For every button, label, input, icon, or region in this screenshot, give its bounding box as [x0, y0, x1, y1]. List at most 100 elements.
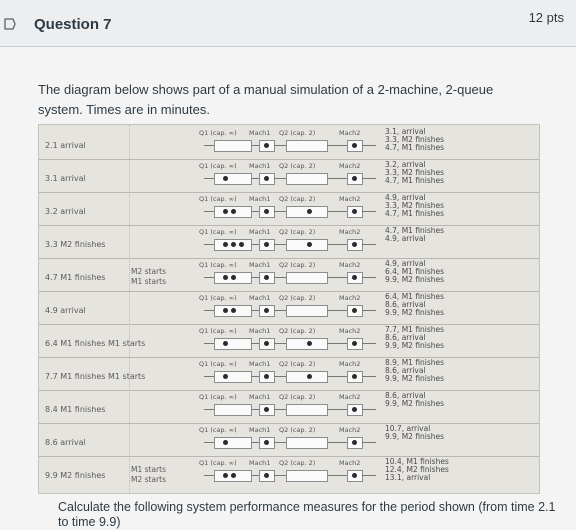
entity-dot [223, 374, 228, 379]
mach2-header: Mach2 [339, 195, 361, 203]
queue2-box [286, 437, 328, 449]
mach1-header: Mach1 [249, 195, 271, 203]
bookmark-icon[interactable] [4, 18, 16, 30]
entity-dot [223, 473, 228, 478]
flow-arrow [362, 145, 376, 146]
q1-header: Q1 (cap. ∞) [199, 426, 237, 434]
row-separator [39, 159, 539, 160]
event-note: 7.7 M1 finishes M1 starts [45, 372, 146, 381]
flow-arrow [204, 343, 214, 344]
flow-arrow [327, 343, 347, 344]
mach1-header: Mach1 [249, 426, 271, 434]
q1-header: Q1 (cap. ∞) [199, 129, 237, 137]
flow-arrow [274, 178, 286, 179]
flow-arrow [251, 244, 259, 245]
q2-header: Q2 (cap. 2) [279, 129, 316, 137]
mach2-header: Mach2 [339, 162, 361, 170]
flow-arrow [204, 310, 214, 311]
event-list: 10.4, M1 finishes 12.4, M2 finishes 13.1… [385, 457, 449, 482]
event-list: 3.2, arrival 3.3, M2 finishes 4.7, M1 fi… [385, 160, 445, 185]
q1-header: Q1 (cap. ∞) [199, 261, 237, 269]
flow-arrow [362, 475, 376, 476]
mach1-header: Mach1 [249, 228, 271, 236]
entity-dot [223, 176, 228, 181]
row-separator [39, 291, 539, 292]
mach1-header: Mach1 [249, 393, 271, 401]
flow-arrow [274, 277, 286, 278]
flow-arrow [274, 376, 286, 377]
flow-arrow [327, 376, 347, 377]
event-list: 8.6, arrival 9.9, M2 finishes [385, 391, 445, 408]
entity-dot [264, 143, 269, 148]
entity-dot [231, 473, 236, 478]
entity-dot [264, 407, 269, 412]
mach1-header: Mach1 [249, 327, 271, 335]
entity-dot [264, 176, 269, 181]
flow-arrow [251, 310, 259, 311]
entity-dot [223, 440, 228, 445]
mach1-header: Mach1 [249, 129, 271, 137]
flow-arrow [362, 376, 376, 377]
event-list: 3.1, arrival 3.3, M2 finishes 4.7, M1 fi… [385, 127, 445, 152]
q1-header: Q1 (cap. ∞) [199, 195, 237, 203]
flow-arrow [274, 310, 286, 311]
entity-dot [264, 242, 269, 247]
flow-arrow [362, 211, 376, 212]
queue1-box [214, 404, 252, 416]
mach2-header: Mach2 [339, 129, 361, 137]
flow-arrow [251, 178, 259, 179]
flow-arrow [274, 145, 286, 146]
entity-dot [264, 473, 269, 478]
row-separator [39, 357, 539, 358]
flow-arrow [327, 475, 347, 476]
entity-dot [307, 341, 312, 346]
flow-arrow [204, 376, 214, 377]
queue2-box [286, 470, 328, 482]
event-note: 4.9 arrival [45, 306, 86, 315]
queue1-box [214, 371, 252, 383]
q1-header: Q1 (cap. ∞) [199, 294, 237, 302]
entity-dot [223, 242, 228, 247]
flow-arrow [274, 211, 286, 212]
row-separator [39, 390, 539, 391]
machine-start-note: M1 starts M2 starts [131, 465, 167, 484]
entity-dot [264, 209, 269, 214]
entity-dot [223, 341, 228, 346]
machine-start-note: M2 starts M1 starts [131, 267, 167, 286]
mach1-header: Mach1 [249, 294, 271, 302]
entity-dot [231, 242, 236, 247]
queue1-box [214, 140, 252, 152]
flow-arrow [327, 409, 347, 410]
event-list: 4.9, arrival 3.3, M2 finishes 4.7, M1 fi… [385, 193, 445, 218]
event-note: 2.1 arrival [45, 141, 86, 150]
q2-header: Q2 (cap. 2) [279, 426, 316, 434]
event-note: 3.3 M2 finishes [45, 240, 106, 249]
event-list: 6.4, M1 finishes 8.6, arrival 9.9, M2 fi… [385, 292, 445, 317]
event-note: 3.2 arrival [45, 207, 86, 216]
event-list: 4.7, M1 finishes 4.9, arrival [385, 226, 445, 243]
q1-header: Q1 (cap. ∞) [199, 360, 237, 368]
entity-dot [352, 143, 357, 148]
q2-header: Q2 (cap. 2) [279, 294, 316, 302]
event-note: 8.6 arrival [45, 438, 86, 447]
entity-dot [352, 275, 357, 280]
mach1-header: Mach1 [249, 459, 271, 467]
entity-dot [352, 440, 357, 445]
q2-header: Q2 (cap. 2) [279, 327, 316, 335]
entity-dot [264, 440, 269, 445]
flow-arrow [362, 409, 376, 410]
column-divider [129, 125, 130, 493]
mach1-header: Mach1 [249, 162, 271, 170]
q2-header: Q2 (cap. 2) [279, 228, 316, 236]
q1-header: Q1 (cap. ∞) [199, 393, 237, 401]
flow-arrow [251, 376, 259, 377]
entity-dot [223, 308, 228, 313]
flow-arrow [274, 442, 286, 443]
entity-dot [352, 341, 357, 346]
entity-dot [239, 242, 244, 247]
event-note: 9.9 M2 finishes [45, 471, 106, 480]
question-header: Question 7 12 pts [0, 0, 576, 47]
